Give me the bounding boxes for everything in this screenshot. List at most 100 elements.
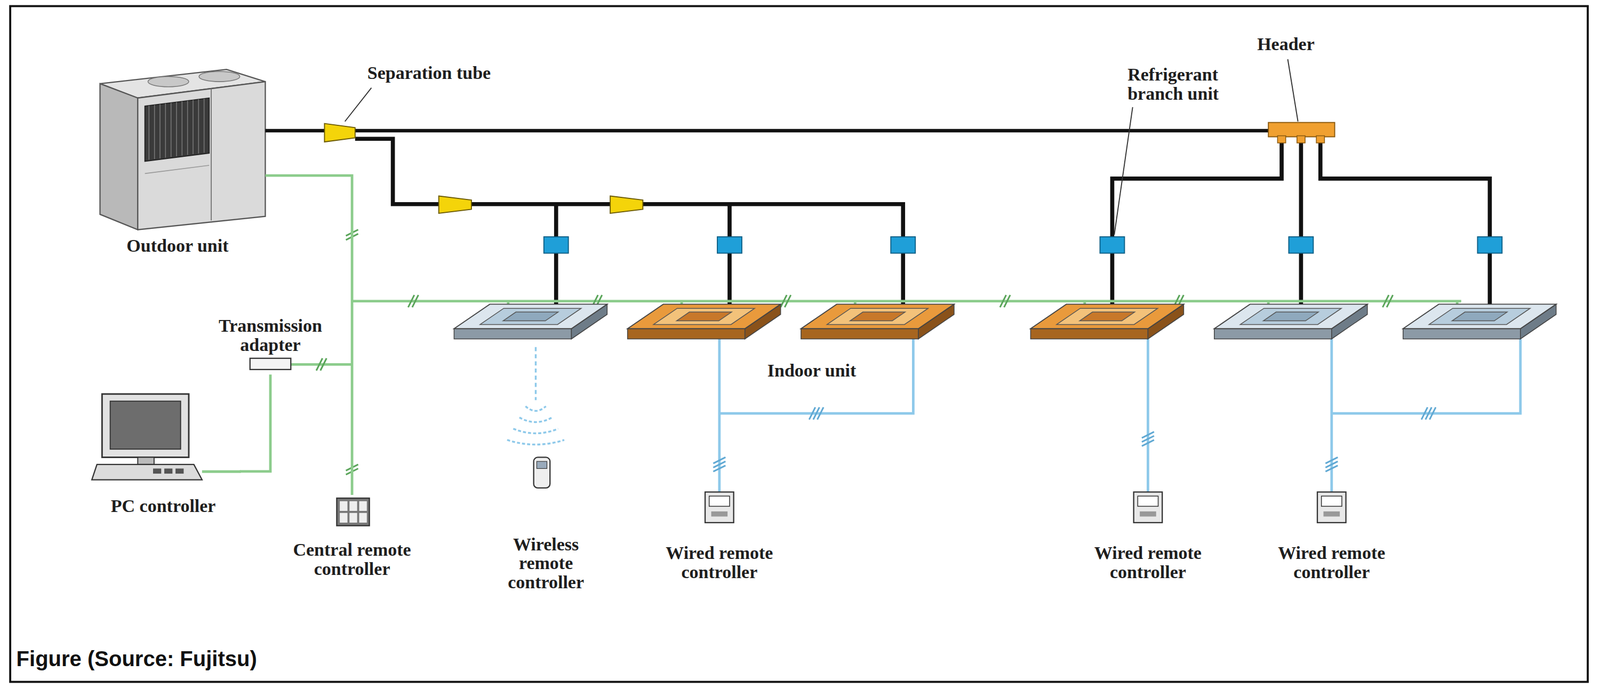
grille-fin xyxy=(198,99,200,154)
signal-wave xyxy=(507,440,565,445)
separation-tube xyxy=(324,123,355,142)
refrigerant-pipe xyxy=(265,129,1269,133)
signal-wave xyxy=(513,428,558,434)
refrigerant-pipe xyxy=(1320,136,1491,237)
grille-fin xyxy=(154,105,156,159)
part-label: Indoor unit xyxy=(767,361,857,381)
wired-remote-body xyxy=(705,492,734,523)
break-mark xyxy=(412,294,419,308)
unit-grille xyxy=(850,312,906,322)
header-outlet xyxy=(1297,136,1306,143)
unit-edge xyxy=(453,328,572,339)
remote-wire xyxy=(719,338,914,414)
monitor xyxy=(101,394,189,458)
refrigerant-pipe xyxy=(1299,136,1304,237)
unit-face xyxy=(1240,308,1342,325)
wired-remote-body xyxy=(1133,492,1163,523)
leader-line xyxy=(345,88,372,122)
separation-tube xyxy=(610,195,643,214)
device-node: Outdoor unit xyxy=(89,65,266,255)
device-label: PC controller xyxy=(110,496,216,516)
break-mark xyxy=(1141,440,1155,446)
unit-panel xyxy=(801,304,955,329)
central-remote-key xyxy=(349,501,357,511)
refrigerant-branch-unit xyxy=(717,236,742,254)
unit-grille xyxy=(502,312,558,322)
unit-edge xyxy=(627,328,746,339)
device-node: Wired remote controller xyxy=(1060,488,1236,582)
wired-remote-screen xyxy=(1321,496,1342,507)
device-node: Central remote controller xyxy=(259,494,445,579)
unit-edge xyxy=(801,328,919,339)
figure-frame xyxy=(10,5,1588,682)
central-remote-key xyxy=(358,513,367,523)
unit-edge xyxy=(1403,328,1521,339)
refrigerant-branch-unit xyxy=(1288,236,1314,254)
leader-line xyxy=(1114,107,1133,235)
device-node: PC controller xyxy=(86,387,240,516)
central-remote-key xyxy=(349,513,357,523)
refrigerant-pipe xyxy=(1488,253,1493,310)
break-mark xyxy=(784,294,791,308)
grille-fin xyxy=(148,105,150,160)
device-label: Wired remote controller xyxy=(633,543,805,582)
central-remote-key xyxy=(339,513,348,523)
break-mark xyxy=(1004,294,1011,308)
screen xyxy=(110,401,181,450)
header-outlet xyxy=(1277,136,1286,143)
wired-remote-buttons xyxy=(1323,511,1341,517)
part-label: Header xyxy=(1257,34,1315,54)
part-label: Separation tube xyxy=(367,63,491,83)
unit-face xyxy=(480,308,581,325)
central-remote-key xyxy=(339,501,348,511)
unit-grille xyxy=(1452,312,1508,322)
figure-caption: Figure (Source: Fujitsu) xyxy=(16,646,258,671)
refrigerant-branch-unit xyxy=(1477,236,1502,254)
header-outlet xyxy=(1316,136,1325,143)
fan-grille xyxy=(198,71,240,82)
unit-panel xyxy=(453,304,607,329)
unit-panel xyxy=(627,304,781,329)
header-manifold xyxy=(1268,122,1335,138)
leader-line xyxy=(1288,59,1299,122)
break-mark xyxy=(1325,465,1338,472)
refrigerant-pipe xyxy=(1112,136,1282,237)
wired-remote-screen xyxy=(709,496,730,507)
device-label: Wireless remote controller xyxy=(491,534,602,592)
unit-side xyxy=(100,83,139,230)
keyboard-key xyxy=(164,468,173,475)
unit-face xyxy=(653,308,755,325)
central-remote-body xyxy=(336,498,370,526)
unit-edge xyxy=(1214,328,1332,339)
indoor-unit xyxy=(1403,304,1557,339)
keyboard-key xyxy=(153,468,162,475)
refrigerant-pipe xyxy=(727,204,732,237)
device-label: Wired remote controller xyxy=(1062,543,1234,582)
grille-fin xyxy=(159,104,161,158)
transmission-adapter-box xyxy=(250,358,292,370)
grille-fin xyxy=(176,102,178,157)
fan-grille xyxy=(147,76,189,87)
indoor-unit xyxy=(1214,304,1368,339)
refrigerant-pipe xyxy=(554,204,559,237)
unit-grille xyxy=(676,312,732,322)
refrigerant-branch-unit xyxy=(544,236,569,254)
unit-panel xyxy=(1030,304,1184,329)
unit-grille xyxy=(1079,312,1135,322)
unit-panel xyxy=(1214,304,1368,329)
signal-beam xyxy=(534,347,537,401)
wireless-remote-screen xyxy=(536,461,547,469)
transmission-wire xyxy=(352,299,1462,303)
pc-illustration xyxy=(91,394,203,480)
wired-remote-buttons xyxy=(711,511,728,517)
transmission-wire xyxy=(202,470,242,474)
grille-fin xyxy=(192,100,194,155)
indoor-unit xyxy=(1030,304,1184,339)
device-label: Wired remote controller xyxy=(1245,543,1418,582)
device-label: Outdoor unit xyxy=(126,236,229,256)
refrigerant-branch-unit xyxy=(890,236,916,254)
grille-fin xyxy=(181,101,183,156)
keyboard-key xyxy=(175,468,184,475)
device-node: Wired remote controller xyxy=(1243,488,1420,582)
